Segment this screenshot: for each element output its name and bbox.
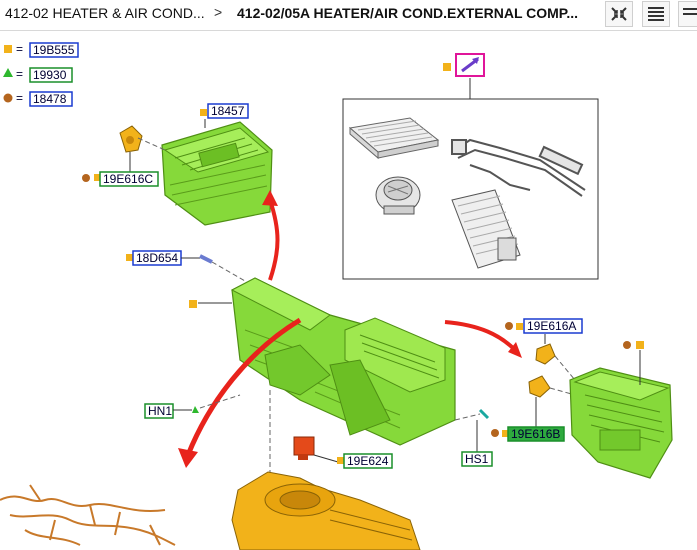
pipe-assembly-drawing xyxy=(451,138,586,197)
marker-triangle-HN1 xyxy=(192,406,199,413)
lower-duct-drawing xyxy=(231,471,421,550)
callout-19E624-text: 19E624 xyxy=(347,454,389,468)
legend-code-3: 18478 xyxy=(33,92,67,106)
legend-eq-2: = xyxy=(16,67,23,81)
heater-core-drawing xyxy=(451,189,521,269)
breadcrumb-parent[interactable]: 412-02 HEATER & AIR COND... xyxy=(5,5,205,21)
actuator-19E616A-drawing xyxy=(535,343,556,365)
screw-18D654-drawing xyxy=(199,254,213,264)
marker-square-main-unit xyxy=(189,300,197,308)
leader-19E616A-dashed xyxy=(554,355,576,381)
breadcrumb-current: 412-02/05A HEATER/AIR COND.EXTERNAL COMP… xyxy=(237,5,579,21)
callout-HN1-text: HN1 xyxy=(148,404,172,418)
marker-square-18457 xyxy=(200,109,207,116)
leader-HN1-dashed xyxy=(199,394,241,409)
callout-19E616B[interactable] xyxy=(507,426,565,442)
main-hvac-unit-drawing xyxy=(230,277,456,446)
exploded-parts-diagram: = 19B555 = 19930 = 18478 xyxy=(0,42,673,550)
callout-19E616A[interactable] xyxy=(523,318,583,334)
leader-19E616C-dashed xyxy=(137,137,166,151)
marker-square-19E616B xyxy=(502,430,509,437)
marker-square-right-housing xyxy=(636,341,644,349)
arrow-right-head xyxy=(508,342,522,358)
callout-18D654-text: 18D654 xyxy=(136,251,178,265)
breadcrumb-separator: > xyxy=(214,4,223,20)
legend-triangle-marker xyxy=(3,68,13,77)
list-icon xyxy=(648,7,664,21)
callout-18457[interactable] xyxy=(207,103,249,119)
kit-inset xyxy=(342,53,599,280)
marker-dot-19E616B xyxy=(491,429,499,437)
actuator-19E616C-drawing xyxy=(119,125,143,153)
menu-icon xyxy=(683,8,697,15)
list-view-button[interactable] xyxy=(642,1,670,27)
callout-19E616A-text: 19E616A xyxy=(527,319,576,333)
upper-housing-drawing xyxy=(161,121,273,226)
link-arrow-head-icon xyxy=(472,57,479,64)
sensor-HS1-drawing xyxy=(478,408,490,420)
top-bar: 412-02 HEATER & AIR COND... > 412-02/05A… xyxy=(0,0,697,31)
menu-button[interactable] xyxy=(678,1,697,27)
legend-code-box-3[interactable] xyxy=(29,91,73,107)
callout-19E616C[interactable] xyxy=(99,171,159,187)
wiring-harness-drawing xyxy=(0,484,176,546)
marker-square-19E616A xyxy=(516,323,523,330)
leader-19E616B-dashed xyxy=(549,387,576,396)
arrow-down-drawing xyxy=(185,317,302,456)
marker-square-19E624 xyxy=(337,457,344,464)
legend-code-box-1[interactable] xyxy=(29,42,79,58)
right-housing-drawing xyxy=(569,367,673,479)
actuator-19E624-drawing xyxy=(293,436,315,460)
callout-HS1[interactable] xyxy=(461,451,493,467)
legend-code-2: 19930 xyxy=(33,68,67,82)
marker-dot-19E616C xyxy=(82,174,90,182)
marker-dot-right-housing xyxy=(623,341,631,349)
arrow-right-drawing xyxy=(444,320,517,352)
legend: = 19B555 = 19930 = 18478 xyxy=(3,42,79,107)
arrow-up-head xyxy=(262,190,278,206)
leader-HS1-dashed xyxy=(454,413,481,421)
legend-code-box-2[interactable] xyxy=(29,67,73,83)
legend-circle-marker xyxy=(3,93,13,103)
arrow-down-head xyxy=(178,448,198,468)
leader-18D654-dashed xyxy=(211,261,253,286)
collapse-button[interactable] xyxy=(605,1,633,27)
callout-18457-text: 18457 xyxy=(211,104,245,118)
callout-19E616B-text: 19E616B xyxy=(511,427,560,441)
callout-19E624[interactable] xyxy=(343,453,393,469)
callout-19E616C-text: 19E616C xyxy=(103,172,153,186)
leader-19E624 xyxy=(313,454,339,463)
inset-marker xyxy=(443,63,451,71)
blower-motor-drawing xyxy=(375,176,421,215)
collapse-icon xyxy=(611,7,627,21)
legend-code-1: 19B555 xyxy=(33,43,75,57)
arrow-up-drawing xyxy=(268,199,280,281)
legend-eq-1: = xyxy=(16,42,23,56)
callout-HN1[interactable] xyxy=(144,403,174,419)
actuator-19E616B-drawing xyxy=(528,375,551,398)
marker-square-18D654 xyxy=(126,254,133,261)
marker-dot-19E616A xyxy=(505,322,513,330)
callout-HS1-text: HS1 xyxy=(465,452,489,466)
cabin-filter-drawing xyxy=(348,117,440,160)
legend-eq-3: = xyxy=(16,91,23,105)
legend-square-marker xyxy=(4,45,12,53)
marker-square-19E616C xyxy=(94,174,101,181)
